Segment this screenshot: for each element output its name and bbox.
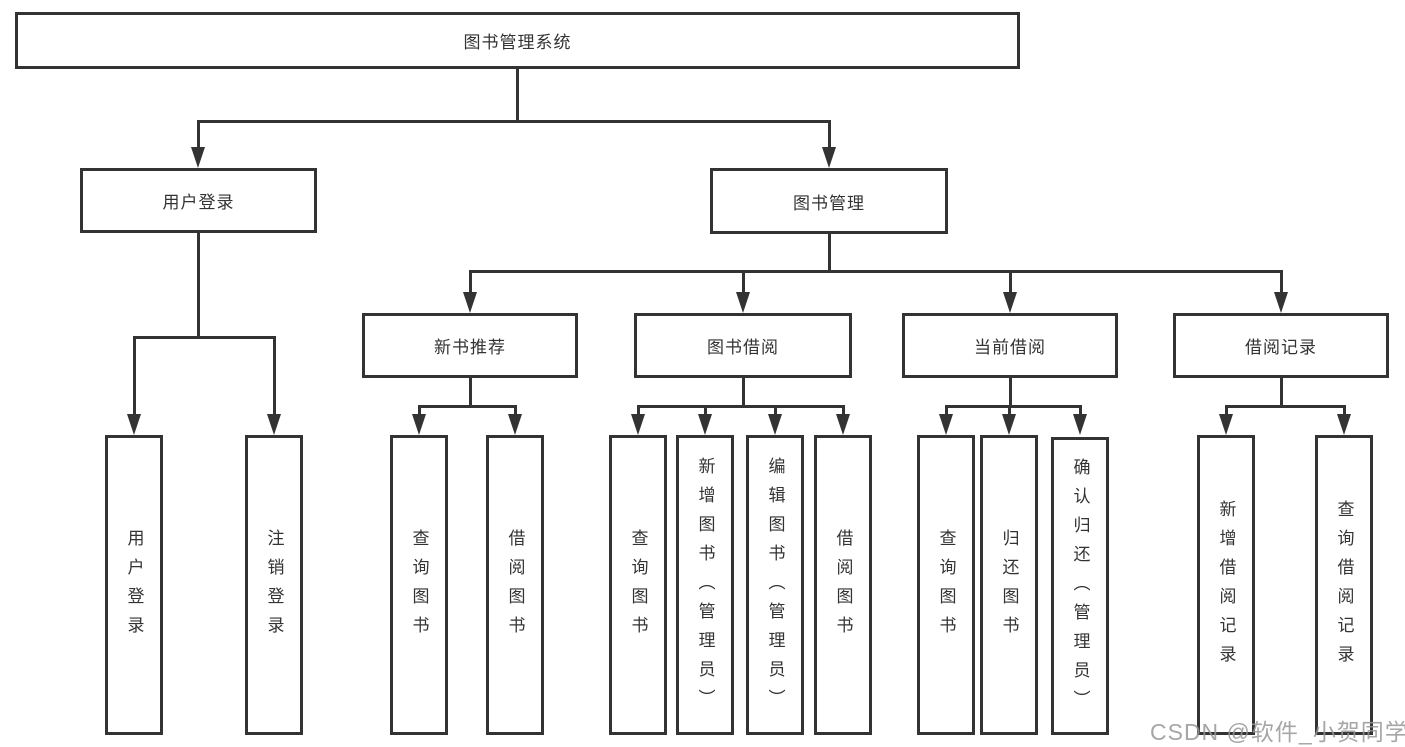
leaf-query-books-borrow: 查询图书 <box>609 435 667 735</box>
connector-root-branch <box>197 120 831 123</box>
connector-book-borrow-stem <box>742 377 745 405</box>
leaf-return-books: 归还图书 <box>980 435 1038 735</box>
connector-drop <box>1343 405 1346 415</box>
connector-drop <box>774 405 777 415</box>
connector-drop <box>1079 405 1082 415</box>
connector-current-borrow-stem <box>1009 377 1012 405</box>
arrowhead <box>836 414 850 435</box>
arrowhead <box>1219 414 1233 435</box>
leaf-borrow-books: 借阅图书 <box>814 435 872 735</box>
connector-drop-new-book-rec <box>469 270 472 293</box>
arrowhead <box>1002 414 1016 435</box>
connector-borrow-records-stem <box>1280 377 1283 405</box>
leaf-query-borrow-record: 查询借阅记录 <box>1315 435 1373 735</box>
connector-drop <box>945 405 948 415</box>
connector-book-mgmt-branch <box>469 270 1283 273</box>
connector-drop <box>637 405 640 415</box>
connector-current-borrow-branch <box>945 405 1082 408</box>
node-book-borrow: 图书借阅 <box>634 313 852 378</box>
leaf-add-book-admin: 新增图书︵管理员︶ <box>676 435 734 735</box>
connector-root-stem <box>516 66 519 120</box>
arrowhead <box>698 414 712 435</box>
connector-drop <box>842 405 845 415</box>
node-user-login: 用户登录 <box>80 168 317 233</box>
connector-book-borrow-branch <box>637 405 845 408</box>
node-new-book-rec: 新书推荐 <box>362 313 578 378</box>
connector-drop <box>1008 405 1011 415</box>
arrowhead-leaf-login <box>127 414 141 435</box>
node-book-mgmt: 图书管理 <box>710 168 948 234</box>
arrowhead-book-mgmt <box>822 147 836 168</box>
arrowhead-current-borrow <box>1003 292 1017 313</box>
connector-book-mgmt-stem <box>828 233 831 270</box>
connector-drop <box>418 405 421 415</box>
arrowhead <box>508 414 522 435</box>
connector-drop-book-mgmt <box>828 120 831 148</box>
connector-user-login-branch <box>133 336 275 339</box>
node-current-borrow: 当前借阅 <box>902 313 1118 378</box>
connector-drop-user-login <box>197 120 200 148</box>
arrowhead-leaf-logout <box>267 414 281 435</box>
connector-drop <box>514 405 517 415</box>
node-borrow-records: 借阅记录 <box>1173 313 1389 378</box>
arrowhead <box>412 414 426 435</box>
arrowhead <box>1073 414 1087 435</box>
arrowhead-new-book-rec <box>463 292 477 313</box>
watermark: CSDN @软件_小贺同学 <box>1150 719 1405 745</box>
leaf-confirm-return-admin: 确认归还︵管理员︶ <box>1051 437 1109 735</box>
arrowhead-book-borrow <box>736 292 750 313</box>
leaf-edit-book-admin: 编辑图书︵管理员︶ <box>746 435 804 735</box>
connector-user-login-stem <box>197 232 200 336</box>
connector-borrow-records-branch <box>1225 405 1345 408</box>
connector-drop-current-borrow <box>1009 270 1012 293</box>
node-root: 图书管理系统 <box>15 12 1020 69</box>
leaf-query-books-current: 查询图书 <box>917 435 975 735</box>
arrowhead <box>768 414 782 435</box>
arrowhead-user-login <box>191 147 205 168</box>
leaf-logout: 注销登录 <box>245 435 303 735</box>
connector-drop-leaf-login <box>133 336 136 415</box>
leaf-user-login: 用户登录 <box>105 435 163 735</box>
connector-drop <box>1225 405 1228 415</box>
connector-drop-borrow-records <box>1280 270 1283 293</box>
arrowhead <box>939 414 953 435</box>
connector-drop-leaf-logout <box>273 336 276 415</box>
arrowhead-borrow-records <box>1274 292 1288 313</box>
arrowhead <box>631 414 645 435</box>
arrowhead <box>1337 414 1351 435</box>
leaf-query-books-rec: 查询图书 <box>390 435 448 735</box>
connector-new-book-rec-stem <box>469 377 472 405</box>
leaf-borrow-books-rec: 借阅图书 <box>486 435 544 735</box>
leaf-add-borrow-record: 新增借阅记录 <box>1197 435 1255 735</box>
connector-new-book-rec-branch <box>418 405 517 408</box>
connector-drop-book-borrow <box>742 270 745 293</box>
connector-drop <box>704 405 707 415</box>
